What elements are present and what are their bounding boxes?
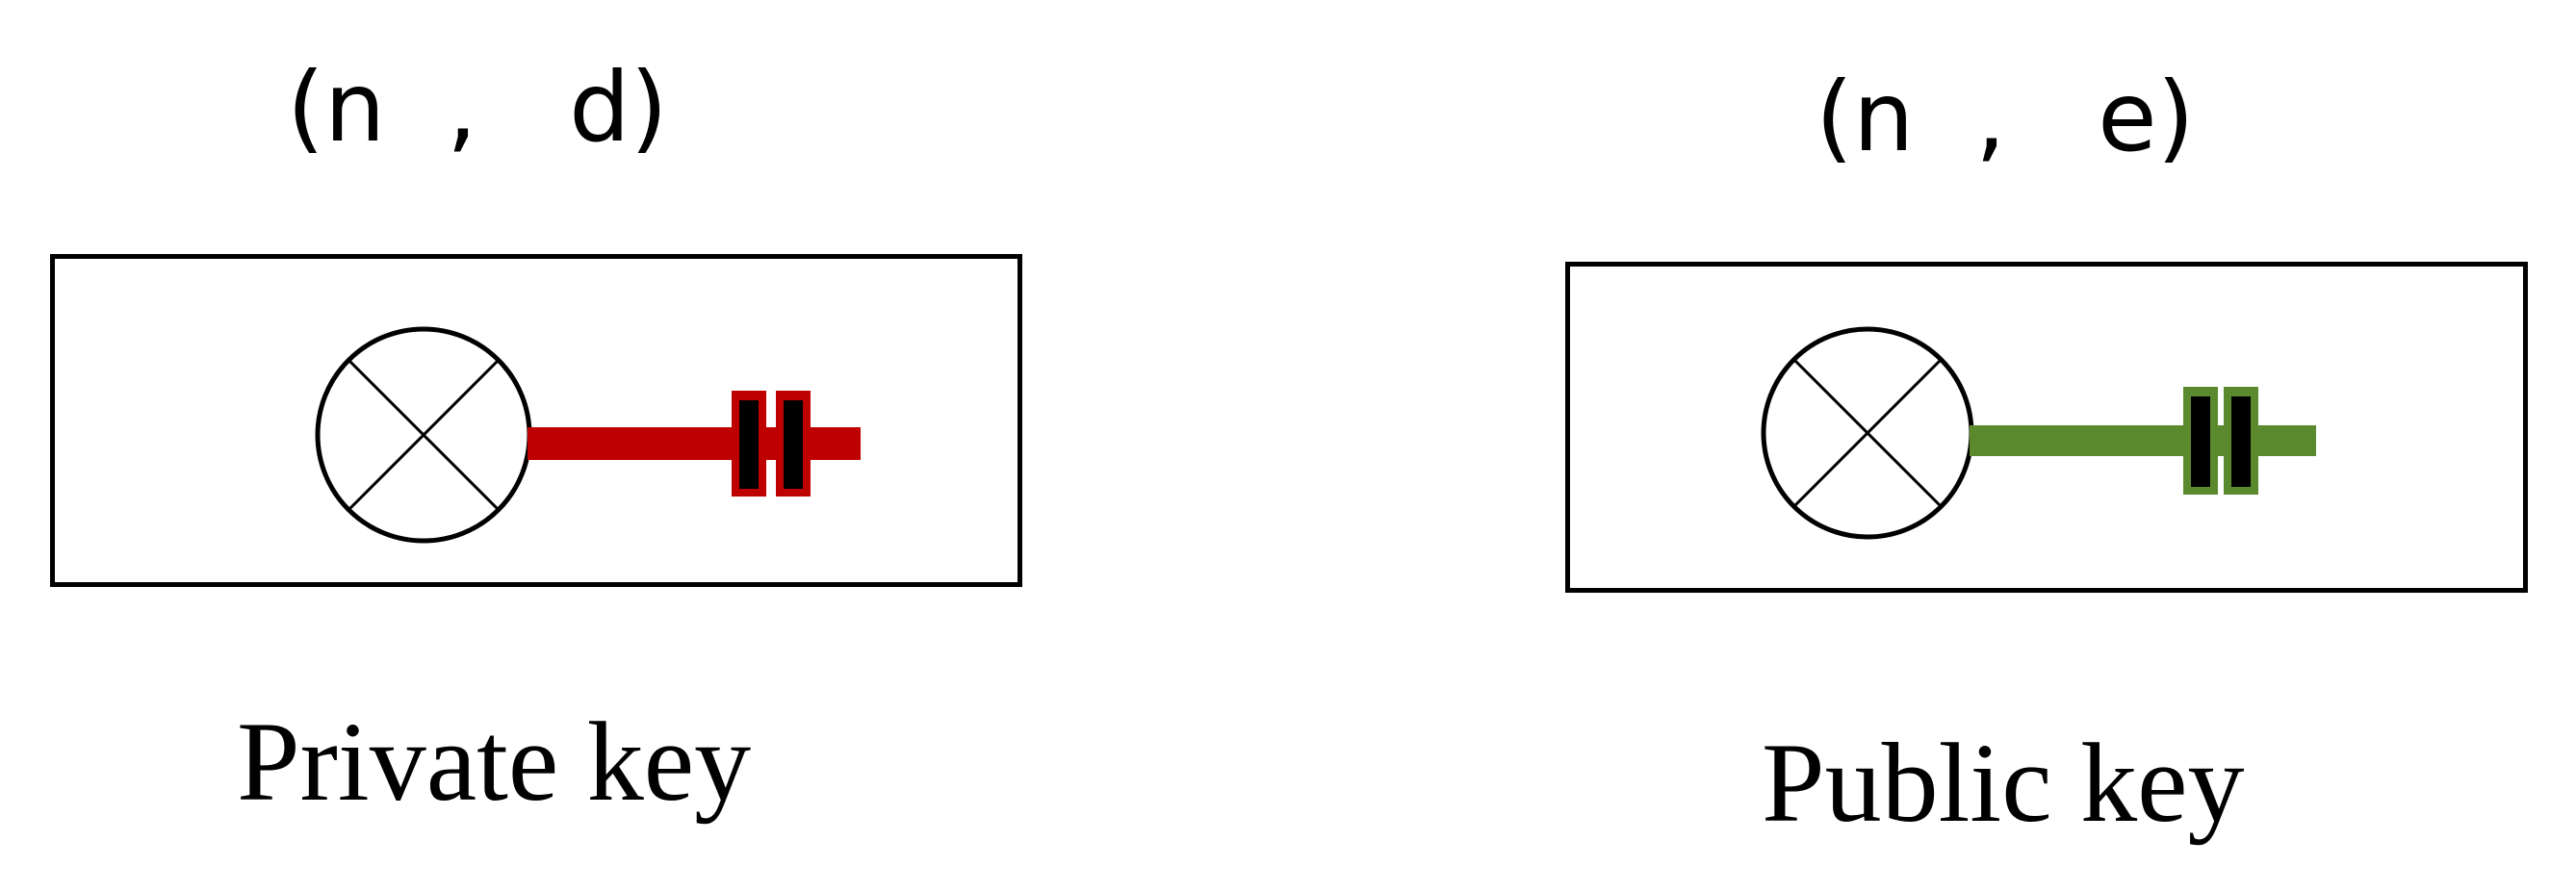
key-tooth-inner: [784, 400, 803, 489]
private-key-panel: (n , d) Private key: [0, 0, 1059, 892]
key-tooth-inner: [2191, 396, 2210, 487]
public-key-panel: (n , e) Public key: [1540, 0, 2576, 892]
public-key-icon: [1761, 326, 2316, 540]
key-tooth-inner: [2231, 396, 2251, 487]
private-key-label: Private key: [237, 699, 752, 825]
key-shaft: [1970, 425, 2316, 456]
key-bow-cross: [347, 358, 501, 512]
public-key-params: (n , e): [1816, 61, 2195, 173]
key-bow-cross: [1792, 358, 1943, 508]
public-key-label: Public key: [1762, 720, 2245, 846]
private-key-icon: [315, 326, 861, 544]
private-key-params: (n , d): [287, 51, 668, 164]
key-shaft: [528, 427, 861, 460]
private-key-box: [50, 254, 1022, 587]
key-tooth-inner: [739, 400, 759, 489]
